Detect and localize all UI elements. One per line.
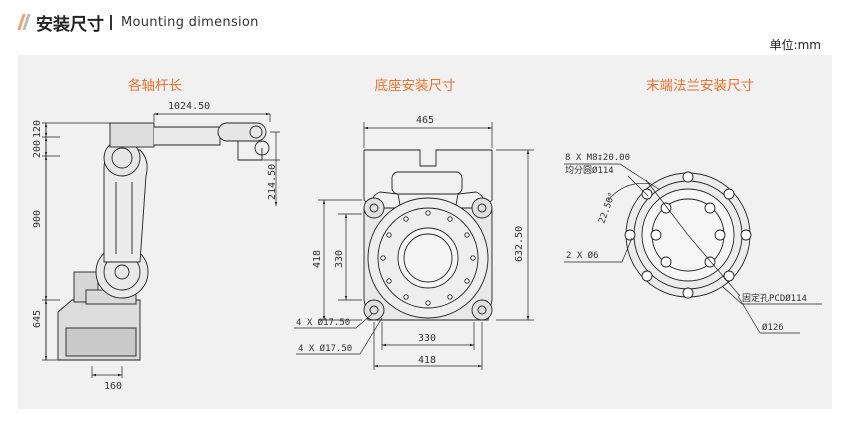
dim-base-w: 160 (104, 381, 122, 392)
dim-drop: 214.50 (267, 164, 278, 200)
dim-flange-pin: 2 X Ø6 (566, 250, 599, 261)
robot-arm-drawing (42, 112, 280, 378)
flange-drawing (564, 163, 822, 334)
dim-flange-thread: 8 X M8↧20.00 (565, 153, 630, 163)
section-header: 安装尺寸 Mounting dimension (17, 8, 259, 36)
header-divider (110, 14, 112, 30)
arm-section-title: 各轴杆长 (128, 78, 182, 94)
dim-base-hole-a: 4 X Ø17.50 (296, 317, 350, 328)
dim-base-width: 465 (416, 115, 434, 126)
dim-base-inner-w: 330 (418, 333, 436, 344)
dim-base-h: 645 (32, 310, 43, 328)
base-drawing (294, 122, 534, 370)
dim-base-height: 632.50 (514, 226, 525, 262)
dim-flange-outer-d: Ø126 (762, 322, 784, 333)
dim-flange-pcd-top: 均分圆Ø114 (565, 164, 614, 176)
header-subtitle: Mounting dimension (121, 14, 259, 30)
flange-section-title: 末端法兰安装尺寸 (646, 78, 754, 94)
dim-base-outer-w: 418 (418, 355, 436, 366)
dim-reach: 1024.50 (168, 101, 210, 112)
dim-upper: 200 (32, 140, 43, 158)
unit-label: 单位:mm (769, 38, 821, 52)
dim-flange-pcd-fix: 固定孔PCDØ114 (742, 292, 807, 304)
dim-flange-angle: 22.50° (597, 191, 618, 225)
dim-top: 120 (32, 120, 43, 138)
dim-base-hole-b: 4 X Ø17.50 (298, 343, 352, 354)
dim-base-inner-h: 330 (334, 250, 345, 268)
dim-mid: 900 (32, 210, 43, 228)
base-section-title: 底座安装尺寸 (374, 78, 456, 94)
dim-base-outer-h: 418 (312, 250, 323, 268)
header-title: 安装尺寸 (36, 14, 104, 35)
